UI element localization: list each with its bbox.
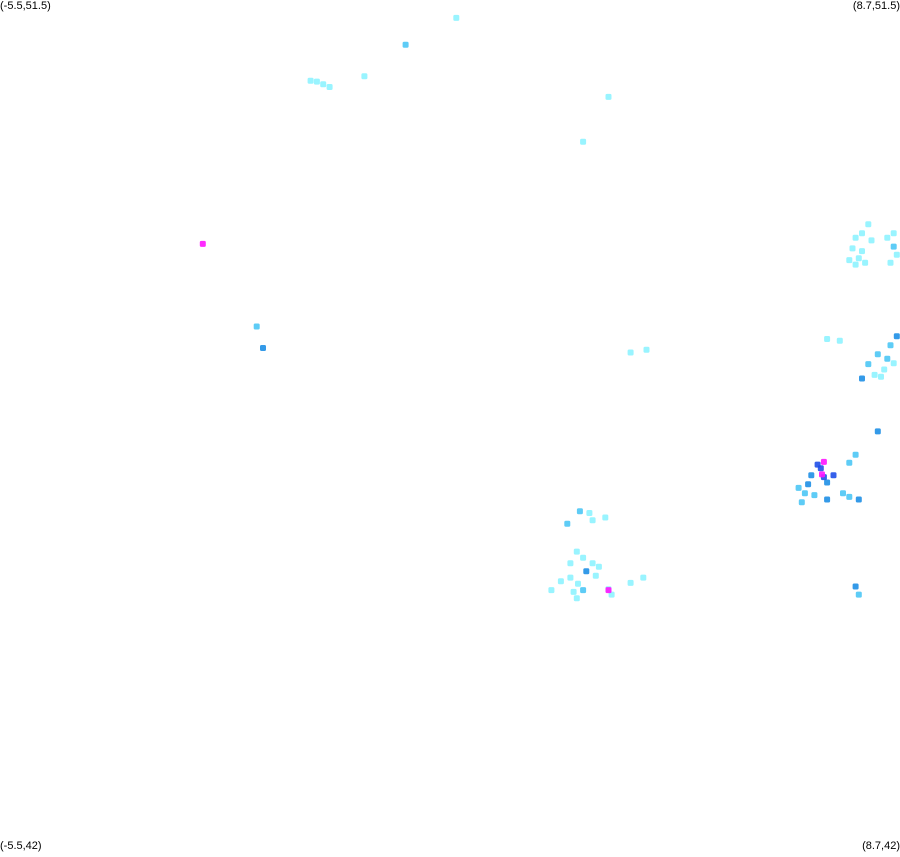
data-point-pale-cyan [878,373,884,380]
data-point-light-blue [576,508,583,515]
data-point-mid-blue [824,496,831,503]
data-point-pale-cyan [855,255,862,262]
data-point-mid-blue [805,481,812,488]
corner-label-bottom-left: (-5.5,42) [0,840,42,852]
data-point-pale-cyan [868,237,875,244]
data-point-pale-cyan [846,257,853,264]
data-point-mid-blue [859,375,865,382]
data-point-light-blue [846,493,853,500]
data-point-pale-cyan [627,349,634,356]
data-point-magenta [820,458,827,465]
data-point-pale-cyan [893,251,900,258]
data-point-pale-cyan [592,572,599,579]
data-point-pale-cyan [640,574,647,581]
data-point-magenta [199,240,206,247]
data-point-pale-cyan [881,366,888,373]
data-point-pale-cyan [567,574,574,581]
data-point-light-blue [852,451,859,458]
data-point-pale-cyan [589,560,596,567]
data-point-pale-cyan [852,234,859,241]
data-point-light-blue [564,520,571,527]
data-point-light-blue [795,484,802,491]
data-point-mid-blue [874,428,881,435]
data-point-pale-cyan [859,230,865,237]
data-point-pale-cyan [548,587,555,594]
data-point-light-blue [874,351,881,358]
data-point-pale-cyan [862,259,869,266]
data-point-pale-cyan [580,554,587,561]
data-point-light-blue [884,355,891,362]
data-point-pale-cyan [824,336,831,342]
data-point-light-blue [846,459,853,466]
data-point-pale-cyan [608,591,615,598]
data-point-pale-cyan [627,579,634,586]
data-point-pale-cyan [453,14,460,21]
data-point-pale-cyan [871,371,878,378]
data-point-deep-blue [830,472,837,479]
data-point-light-blue [887,342,894,349]
data-point-mid-blue [583,568,590,575]
data-point-pale-cyan [575,580,581,587]
data-point-pale-cyan [580,138,587,145]
data-point-mid-blue [824,479,831,486]
data-point-light-blue [811,492,818,499]
data-point-pale-cyan [313,78,320,85]
data-point-pale-cyan [573,548,580,555]
data-point-deep-blue [814,461,821,468]
data-point-light-blue [798,499,805,506]
data-point-pale-cyan [573,595,580,602]
data-point-light-blue [580,587,587,594]
data-point-light-blue [253,323,260,330]
data-point-light-blue [801,490,808,497]
data-point-pale-cyan [865,221,872,228]
data-point-pale-cyan [852,261,859,268]
data-point-pale-cyan [890,230,897,237]
data-point-light-blue [865,361,872,368]
data-point-mid-blue [808,472,815,479]
data-point-pale-cyan [643,346,650,353]
data-point-magenta [819,471,825,478]
data-point-pale-cyan [884,234,891,241]
data-point-pale-cyan [836,337,843,344]
corner-label-top-left: (-5.5,51.5) [0,0,51,12]
data-point-mid-blue [260,345,266,351]
data-point-mid-blue [855,496,862,503]
data-point-light-blue [890,243,897,250]
data-point-pale-cyan [859,248,865,255]
data-point-light-blue [855,591,862,598]
data-point-pale-cyan [849,245,856,252]
data-point-pale-cyan [602,514,609,521]
data-point-pale-cyan [361,73,368,80]
data-point-pale-cyan [586,510,593,516]
data-point-pale-cyan [595,563,602,570]
data-point-light-blue [840,490,846,497]
data-point-pale-cyan [320,81,327,88]
data-point-magenta [605,587,612,594]
data-point-pale-cyan [589,517,596,524]
data-point-pale-cyan [326,84,333,90]
data-point-pale-cyan [887,259,894,266]
data-point-light-blue [402,41,409,48]
data-point-mid-blue [893,333,900,340]
data-point-pale-cyan [307,77,314,84]
corner-label-top-right: (8.7,51.5) [852,0,900,12]
data-point-pale-cyan [890,360,897,367]
data-point-pale-cyan [570,588,577,595]
corner-label-bottom-right: (8.7,42) [862,840,900,852]
data-point-pale-cyan [567,560,574,567]
data-point-mid-blue [852,583,859,590]
data-point-pale-cyan [605,93,612,100]
data-point-pale-cyan [557,578,564,585]
